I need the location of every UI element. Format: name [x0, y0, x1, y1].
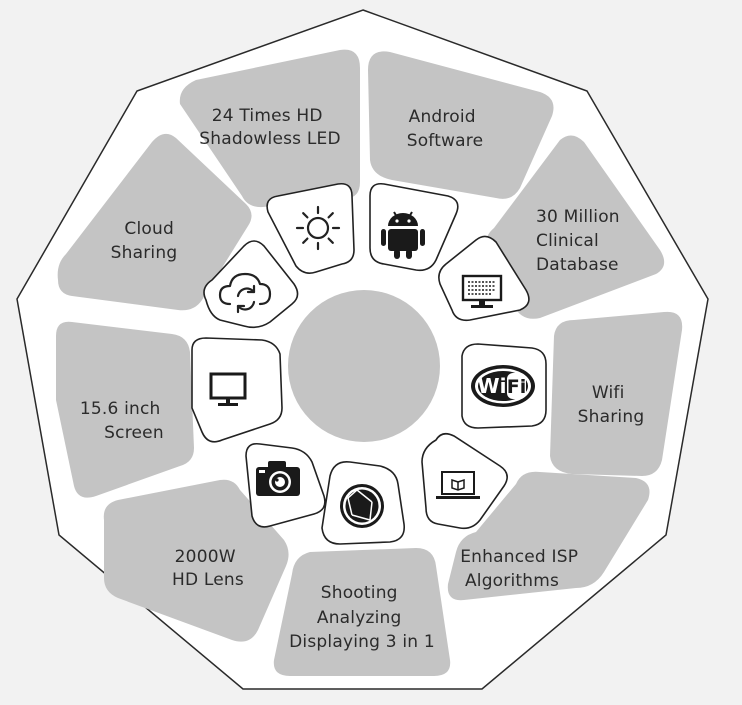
segment-lens: [103, 479, 289, 642]
label-line: Sharing: [111, 243, 178, 263]
label-line: HD Lens: [172, 570, 244, 590]
label-line: 30 Million: [536, 207, 620, 227]
center-circle: [288, 290, 440, 442]
label-line: Sharing: [578, 407, 645, 427]
label-android: Android Software: [407, 107, 484, 151]
wifi-icon: Wi Fi: [471, 365, 535, 407]
android-icon: [381, 211, 425, 259]
sun-icon: [295, 205, 341, 251]
outer-segments: [56, 49, 683, 676]
label-line: Screen: [104, 423, 164, 443]
segment-shadowless-led: [179, 49, 360, 208]
tv-icon: [209, 372, 247, 406]
label-line: Algorithms: [465, 571, 559, 591]
label-line: Software: [407, 131, 484, 151]
segment-shooting: [273, 548, 451, 676]
label-line: Shadowless LED: [199, 129, 340, 149]
segment-wifi-sharing: [550, 311, 683, 476]
segment-clinical-database: [486, 135, 665, 319]
label-lens: 2000W HD Lens: [172, 547, 244, 590]
camera-icon: [256, 461, 300, 496]
label-shadowless-led: 24 Times HD Shadowless LED: [199, 106, 340, 149]
label-isp: Enhanced ISP Algorithms: [460, 547, 584, 591]
svg-text:Fi: Fi: [507, 376, 527, 398]
label-cloud: Cloud Sharing: [111, 219, 180, 263]
cloud-sync-icon: [218, 272, 272, 314]
label-line: 2000W: [175, 547, 236, 567]
label-line: Displaying 3 in 1: [289, 632, 435, 652]
label-line: Cloud: [124, 219, 174, 239]
label-line: Enhanced ISP: [460, 547, 578, 567]
label-shooting: Shooting Analyzing Displaying 3 in 1: [289, 583, 435, 652]
label-line: Analyzing: [317, 608, 402, 628]
label-line: 15.6 inch: [80, 399, 161, 419]
label-line: Clinical: [536, 231, 599, 251]
label-line: 24 Times HD: [212, 106, 323, 126]
aperture-icon: [340, 484, 384, 528]
segment-cloud: [57, 133, 252, 311]
cell-sun: [266, 182, 355, 274]
label-clinical-database: 30 Million Clinical Database: [536, 207, 625, 275]
label-line: Android: [409, 107, 476, 127]
laptop-icon: [436, 471, 480, 499]
monitor-database-icon: [461, 274, 503, 308]
label-line: Wifi: [592, 383, 625, 403]
label-screen: 15.6 inch Screen: [80, 399, 166, 443]
segment-isp: [447, 471, 650, 601]
cell-cloud: [203, 240, 299, 329]
segment-screen: [56, 321, 194, 498]
label-line: Database: [536, 255, 619, 275]
svg-text:Wi: Wi: [478, 374, 507, 398]
segment-android: [368, 51, 554, 199]
label-line: Shooting: [321, 583, 398, 603]
label-wifi-sharing: Wifi Sharing: [578, 383, 645, 427]
